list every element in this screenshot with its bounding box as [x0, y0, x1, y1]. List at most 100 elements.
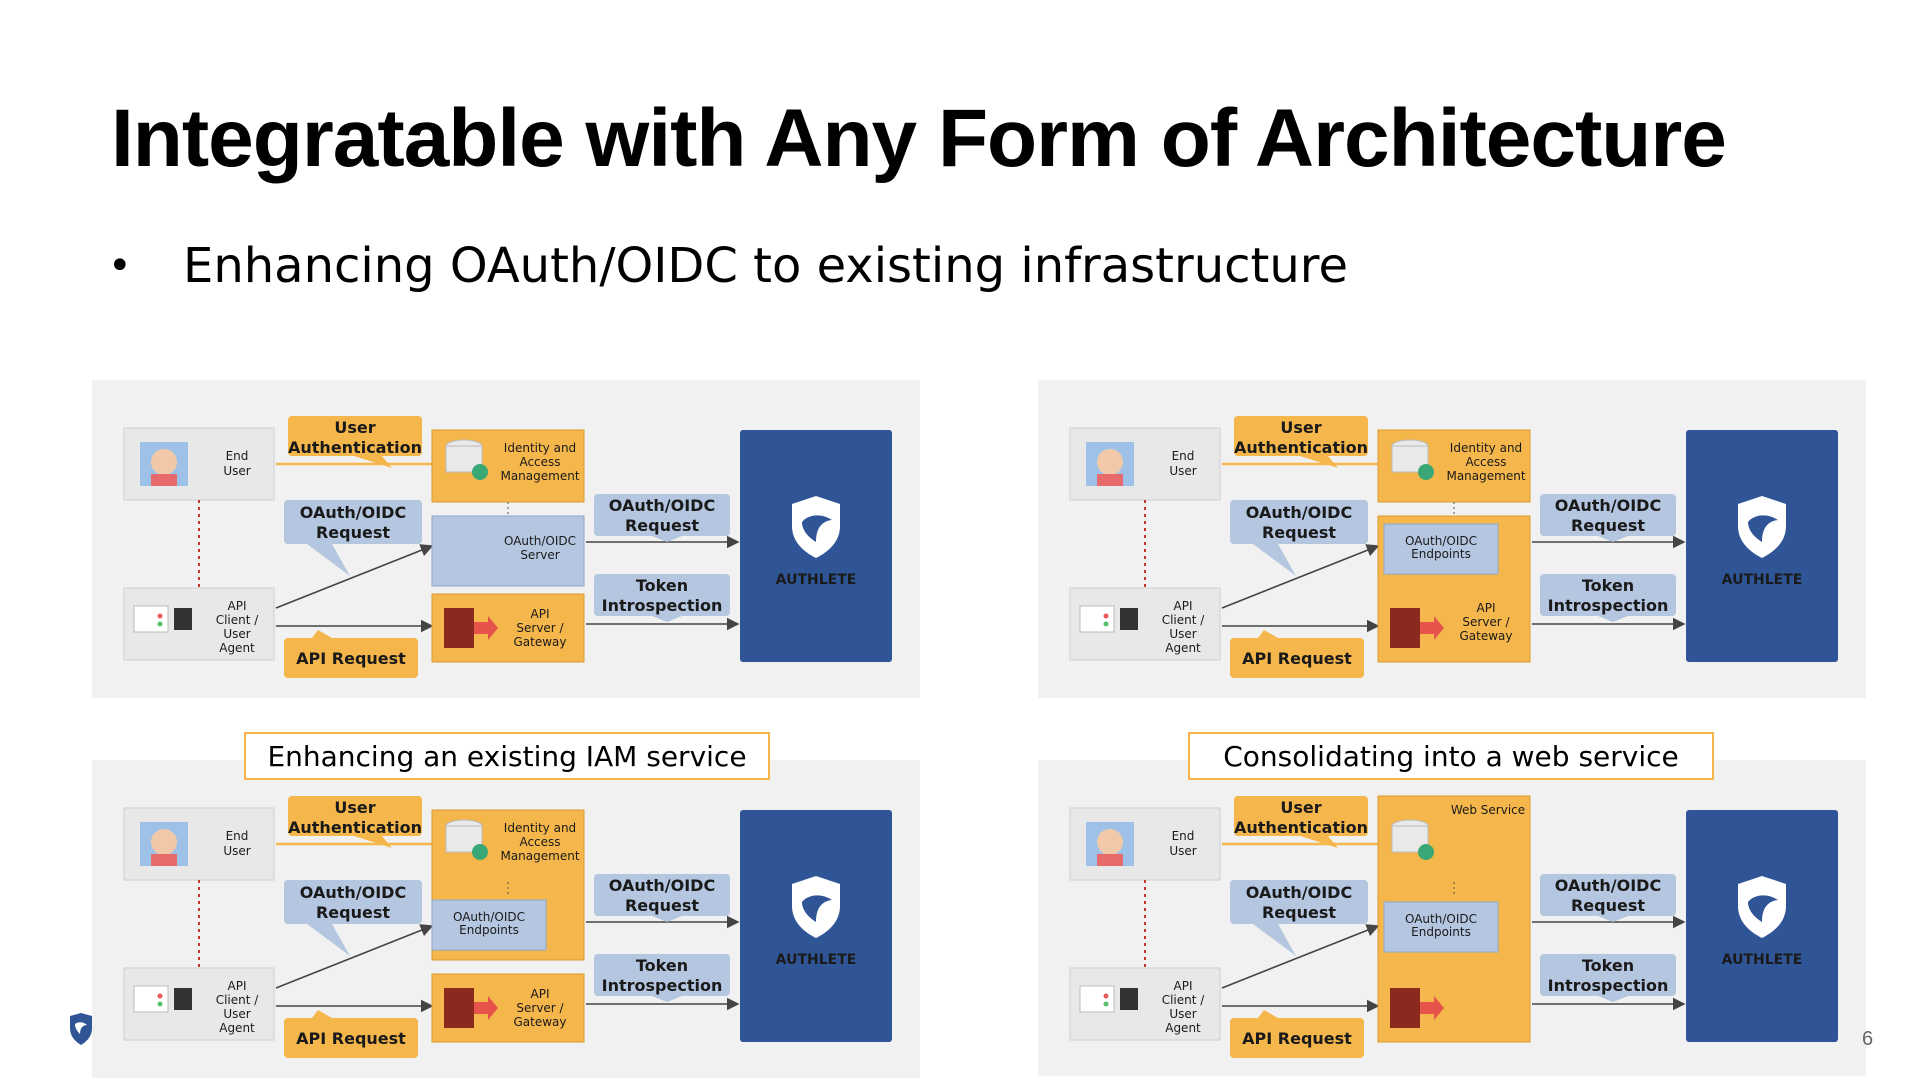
end-user-label: End [226, 449, 249, 463]
end-user-label: End [1172, 829, 1195, 843]
enter-arrow-icon [1420, 616, 1444, 640]
status-dot-icon [1103, 993, 1109, 999]
api-client-label: Agent [219, 641, 255, 655]
introspection-callout [1540, 954, 1676, 996]
authlete-request-label: OAuth/OIDC [609, 496, 715, 515]
oauth-request-label: OAuth/OIDC [1246, 883, 1352, 902]
phone-icon [174, 988, 192, 1010]
api-gateway-label: Gateway [513, 1015, 566, 1029]
oauth-request-callout-tail [1253, 924, 1296, 956]
door-icon [444, 988, 474, 1028]
oauth-request-arrow [275, 924, 434, 989]
user-face-icon [1097, 449, 1123, 475]
authlete-request-label: OAuth/OIDC [1555, 496, 1661, 515]
introspection-label: Token [1582, 576, 1634, 595]
oauth-endpoints-label: OAuth/OIDC [1405, 912, 1477, 926]
oauth-request-label: Request [1262, 903, 1336, 922]
end-user-label: User [223, 844, 250, 858]
api-client-label: API [1174, 979, 1193, 993]
authlete-brand: AUTHLETE [776, 952, 857, 968]
introspection-callout-tail [1598, 616, 1628, 622]
authlete-eagle-icon [802, 515, 832, 542]
iam-label: Management [500, 849, 579, 863]
status-dot-icon [157, 1001, 163, 1007]
api-gateway-label: Server / [516, 1001, 564, 1015]
api-client-label: Agent [1165, 641, 1201, 655]
phone-icon [1120, 988, 1138, 1010]
end-user-label: User [1169, 844, 1196, 858]
bullet-text: Enhancing OAuth/OIDC to existing infrast… [183, 238, 1348, 294]
user-auth-label: User [1280, 798, 1321, 817]
oauth-endpoints-label: Endpoints [1411, 547, 1471, 561]
user-shirt-icon [1097, 854, 1123, 866]
web-service-label: Web Service [1451, 803, 1525, 817]
oauth-endpoints-label: Endpoints [459, 923, 519, 937]
door-icon [1390, 608, 1420, 648]
introspection-label: Token [636, 956, 688, 975]
authlete-request-callout-tail [652, 536, 682, 542]
api-request-callout [284, 1018, 418, 1058]
api-request-label: API Request [1242, 1029, 1352, 1048]
oauth-endpoints-label: Endpoints [1411, 925, 1471, 939]
client-window-icon [133, 985, 169, 1013]
api-gateway-label: Gateway [1459, 629, 1512, 643]
user-auth-callout-tail [1300, 456, 1338, 468]
api-request-label: API Request [296, 1029, 406, 1048]
oauth-request-arrow [1221, 544, 1380, 609]
enter-arrow-icon [1420, 996, 1444, 1020]
user-auth-callout [1234, 796, 1368, 836]
end-user-label: User [223, 464, 250, 478]
iam-label: Identity and [1450, 441, 1522, 455]
status-dot-icon [157, 993, 163, 999]
api-request-label: API Request [1242, 649, 1352, 668]
api-request-callout [1230, 638, 1364, 678]
authlete-eagle-icon [1748, 515, 1778, 542]
api-gateway-label: API [531, 987, 550, 1001]
slide-title: Integratable with Any Form of Architectu… [111, 93, 1727, 184]
api-client-label: User [223, 1007, 250, 1021]
user-auth-label: User [334, 798, 375, 817]
oauth-endpoints-box [1383, 901, 1499, 953]
introspection-callout-tail [1598, 996, 1628, 1002]
api-request-callout-tail [1258, 1010, 1278, 1018]
api-gateway-label: API [531, 607, 550, 621]
user-shirt-icon [151, 474, 177, 486]
user-face-icon [151, 829, 177, 855]
authlete-eagle-icon [1748, 895, 1778, 922]
oauth-request-arrow [1221, 924, 1380, 989]
api-request-callout [1230, 1018, 1364, 1058]
introspection-callout [1540, 574, 1676, 616]
end-user-label: End [226, 829, 249, 843]
oauth-request-callout-tail [1253, 544, 1296, 576]
api-client-label: Agent [1165, 1021, 1201, 1035]
status-dot-icon [1103, 613, 1109, 619]
authlete-request-label: Request [1571, 896, 1645, 915]
oauth-request-callout [1230, 880, 1368, 924]
authlete-brand: AUTHLETE [1722, 952, 1803, 968]
authlete-request-label: Request [1571, 516, 1645, 535]
oauth-request-callout-tail [307, 924, 350, 956]
authlete-request-callout-tail [1598, 916, 1628, 922]
api-request-callout-tail [312, 1010, 332, 1018]
oauth-request-label: OAuth/OIDC [300, 883, 406, 902]
introspection-callout [594, 954, 730, 996]
oauth-request-arrow [275, 544, 434, 609]
api-client-label: Agent [219, 1021, 255, 1035]
oauth-request-label: Request [1262, 523, 1336, 542]
authlete-corner-logo-icon [68, 1012, 94, 1051]
user-auth-label: User [1280, 418, 1321, 437]
user-badge-icon [1418, 844, 1434, 860]
oauth-endpoints-label: OAuth/OIDC [1405, 534, 1477, 548]
end-user-label: User [1169, 464, 1196, 478]
api-client-label: User [1169, 627, 1196, 641]
bullet-item: • Enhancing OAuth/OIDC to existing infra… [108, 238, 1348, 294]
iam-label: Identity and [504, 821, 576, 835]
enter-arrow-icon [474, 996, 498, 1020]
bullet-dot: • [108, 243, 132, 289]
introspection-label: Introspection [1548, 596, 1669, 615]
user-face-icon [1097, 829, 1123, 855]
api-client-label: API [228, 979, 247, 993]
